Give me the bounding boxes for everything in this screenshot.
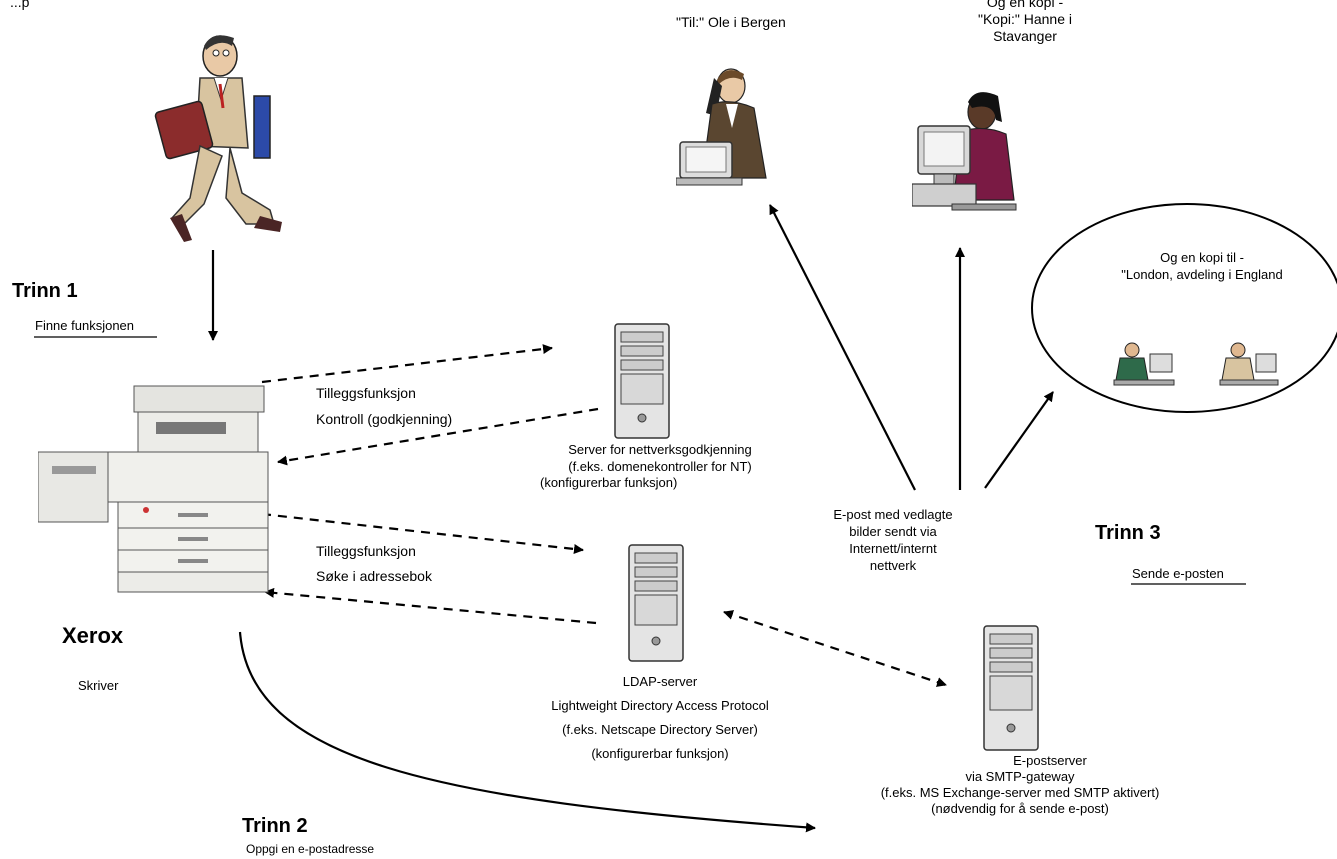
email-sent-line: Internett/internt [849,541,937,556]
server-tower-icon [983,625,1039,751]
email-sent-line: E-post med vedlagte [833,507,953,522]
email-sent-line: bilder sendt via [849,524,937,539]
server-tower-icon [614,323,670,439]
london-line: Og en kopi til - [1160,250,1244,265]
office-woman-computer-icon [912,92,1017,211]
printer-brand: Xerox [62,623,124,648]
walking-man-icon [154,35,282,242]
ldap-option-line2: Søke i adressebok [316,568,432,584]
ldap-server-line: Lightweight Directory Access Protocol [551,698,769,713]
recipient-cc-label: Og en kopi - "Kopi:" Hanne i Stavanger [955,0,1095,45]
arrow-printer-to-ldap [261,512,584,554]
printer-icon [38,385,269,593]
arrow-email-to-london [984,391,1054,489]
mail-server-label: E-postserver via SMTP-gateway (f.eks. MS… [820,753,1220,817]
auth-server-line: (f.eks. domenekontroller for NT) [568,459,752,474]
server-tower-icon [628,544,684,662]
ldap-server-line: (konfigurerbar funksjon) [591,746,729,761]
recipient-to-label: "Til:" Ole i Bergen [676,14,786,30]
arrow-ldap-mail-bidirectional [723,610,947,687]
mail-server-line: (f.eks. MS Exchange-server med SMTP akti… [880,785,1160,800]
step2-title: Trinn 2 [242,815,308,837]
auth-server-line3: (konfigurerbar funksjon) [540,475,678,490]
arrow-ldap-to-printer [264,587,597,625]
london-office-ellipse [1031,203,1337,413]
auth-server-label: Server for nettverksgodkjenning (f.eks. … [520,441,800,475]
email-sent-line: nettverk [869,558,917,573]
top-left-text: ...p [10,0,30,10]
ldap-server-line: LDAP-server [622,674,698,689]
printer-label: Skriver [78,678,119,693]
step2-subtitle: Oppgi en e-postadresse [246,842,375,856]
auth-option-line1: Tilleggsfunksjon [316,385,416,401]
step1-title: Trinn 1 [12,280,78,302]
step1-subtitle: Finne funksjonen [35,318,135,333]
arrow-printer-to-mail-server-curve [238,631,816,833]
mail-server-line: E-postserver [1013,753,1087,768]
london-line: "London, avdeling i England [1121,267,1283,282]
recipient-cc-line: Og en kopi - [986,0,1064,10]
office-man-phone-icon [676,68,767,186]
step3-subtitle: Sende e-posten [1132,566,1224,581]
step3-title: Trinn 3 [1095,522,1161,544]
mail-server-line: via SMTP-gateway [965,769,1075,784]
auth-server-line: Server for nettverksgodkjenning [568,442,752,457]
email-sent-label: E-post med vedlagte bilder sendt via Int… [811,506,975,574]
recipient-cc-line: Stavanger [993,28,1057,44]
ldap-server-label: LDAP-server Lightweight Directory Access… [510,670,810,766]
mini-workers-icon [1113,342,1279,386]
london-label: Og en kopi til - "London, avdeling i Eng… [1082,250,1322,283]
auth-option-line2: Kontroll (godkjenning) [316,411,453,427]
recipient-cc-line: "Kopi:" Hanne i [978,11,1072,27]
arrow-email-to-ole [769,204,916,491]
ldap-server-line: (f.eks. Netscape Directory Server) [562,722,758,737]
arrow-auth-server-to-printer [277,407,599,466]
mail-server-line: (nødvendig for å sende e-post) [931,801,1109,816]
ldap-option-line1: Tilleggsfunksjon [316,543,416,559]
arrow-printer-to-auth-server [261,344,553,384]
